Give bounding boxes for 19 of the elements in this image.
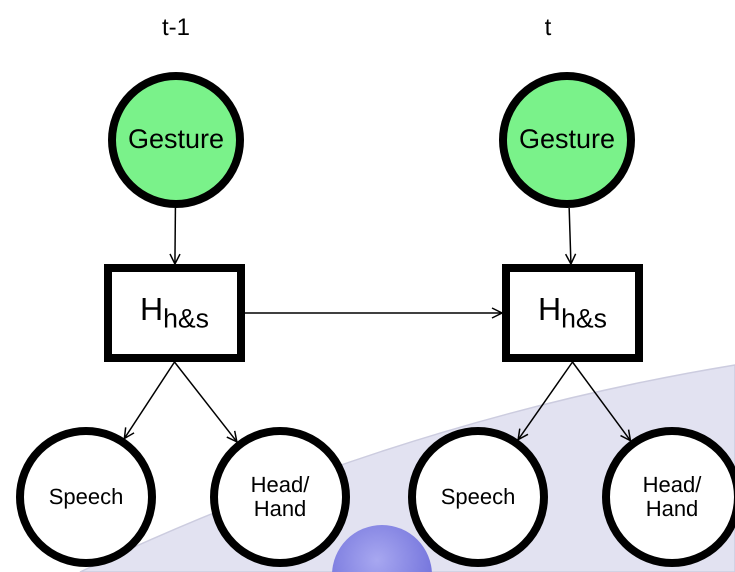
arrow [174, 362, 238, 443]
node-label: Speech [440, 484, 516, 510]
arrow [124, 362, 176, 440]
node-label: Gesture [128, 125, 224, 155]
node-label: Head/ Hand [250, 472, 310, 522]
arrow [245, 307, 503, 319]
arrow [169, 208, 181, 265]
arrow [517, 362, 574, 440]
arrow [572, 362, 632, 442]
node-label: H$_{h&s}$ [538, 292, 608, 334]
arrow [564, 208, 576, 265]
node-label: Gesture [518, 125, 616, 155]
hidden-state-box [502, 264, 643, 362]
hidden-state-box [104, 264, 245, 362]
node-label: Speech [48, 484, 124, 510]
node-label: Head/ Hand [642, 472, 702, 522]
node-label: H$_{h&s}$ [140, 292, 210, 334]
time-step-label: t [544, 14, 552, 42]
time-step-label: t-1 [162, 14, 190, 42]
